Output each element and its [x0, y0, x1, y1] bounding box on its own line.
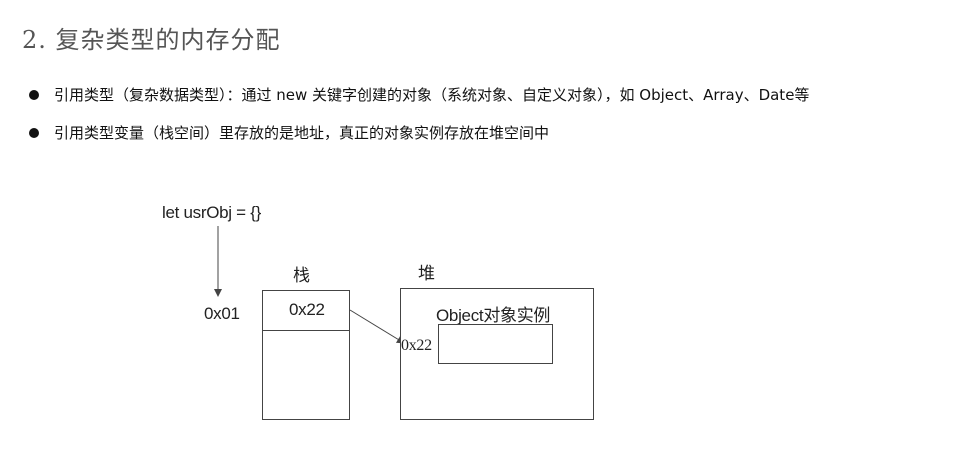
heap-address-label: 0x22 [401, 337, 432, 354]
stack-divider [263, 330, 349, 331]
bullet-item: 引用类型变量（栈空间）里存放的是地址，真正的对象实例存放在堆空间中 [26, 122, 809, 160]
stack-label: 栈 [293, 266, 310, 285]
bullet-dot-icon [29, 128, 39, 138]
pointer-arrow [349, 309, 405, 344]
declaration-text: let usrObj = {} [162, 203, 261, 222]
heap-object-box [438, 324, 553, 364]
stack-address-label: 0x01 [204, 304, 240, 323]
page-heading: 2. 复杂类型的内存分配 [22, 26, 281, 54]
heap-label: 堆 [418, 264, 435, 283]
bullet-dot-icon [29, 90, 39, 100]
bullet-list: 引用类型（复杂数据类型）：通过 new 关键字创建的对象（系统对象、自定义对象）… [26, 84, 809, 160]
bullet-item: 引用类型（复杂数据类型）：通过 new 关键字创建的对象（系统对象、自定义对象）… [26, 84, 809, 122]
bullet-text: 引用类型变量（栈空间）里存放的是地址，真正的对象实例存放在堆空间中 [54, 124, 550, 142]
heap-object-label: Object对象实例 [436, 306, 551, 325]
heap-box: Object对象实例 0x22 [400, 288, 594, 420]
stack-value: 0x22 [289, 300, 325, 319]
bullet-text: 引用类型（复杂数据类型）：通过 new 关键字创建的对象（系统对象、自定义对象）… [54, 86, 810, 104]
stack-box: 0x22 [262, 290, 350, 420]
